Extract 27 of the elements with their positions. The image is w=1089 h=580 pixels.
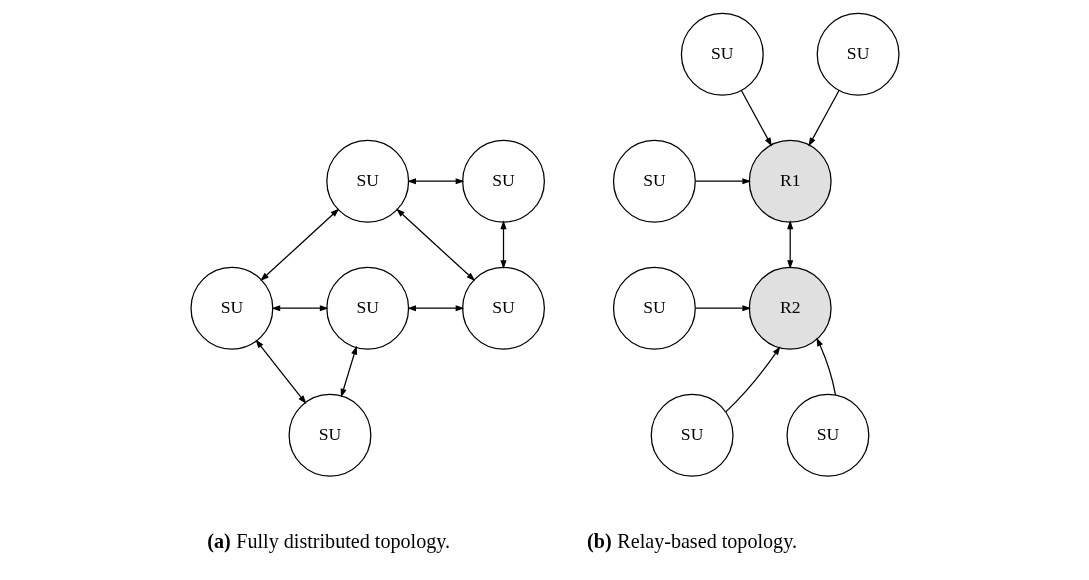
node-circle: SU: [461, 266, 545, 350]
node-circle: SU: [325, 139, 409, 223]
arrow: [740, 89, 772, 147]
node-circle: SU: [612, 139, 696, 223]
arrow: [786, 220, 793, 270]
arrow: [807, 89, 840, 147]
arrow: [694, 305, 751, 312]
label: (a) Fully distributed topology.: [206, 529, 450, 552]
arrow: [340, 345, 357, 398]
arrow: [395, 208, 475, 281]
node-circle: SU: [680, 12, 764, 96]
label: (b) Relay-based topology.: [586, 529, 797, 552]
node-circle: SU: [325, 266, 409, 350]
arrow: [694, 178, 751, 185]
node-circle: SU: [461, 139, 545, 223]
arrow: [406, 305, 464, 312]
node-circle: SU: [612, 266, 696, 350]
arrow: [406, 178, 464, 185]
arrow: [270, 305, 329, 312]
arrow: [724, 346, 780, 413]
node-circle: SU: [650, 393, 734, 477]
node-circle: SU: [816, 12, 900, 96]
arrow: [254, 339, 306, 405]
arrow: [815, 337, 836, 396]
node-circle: SU: [785, 393, 869, 477]
arrow: [259, 208, 339, 281]
arrow: [499, 220, 507, 270]
